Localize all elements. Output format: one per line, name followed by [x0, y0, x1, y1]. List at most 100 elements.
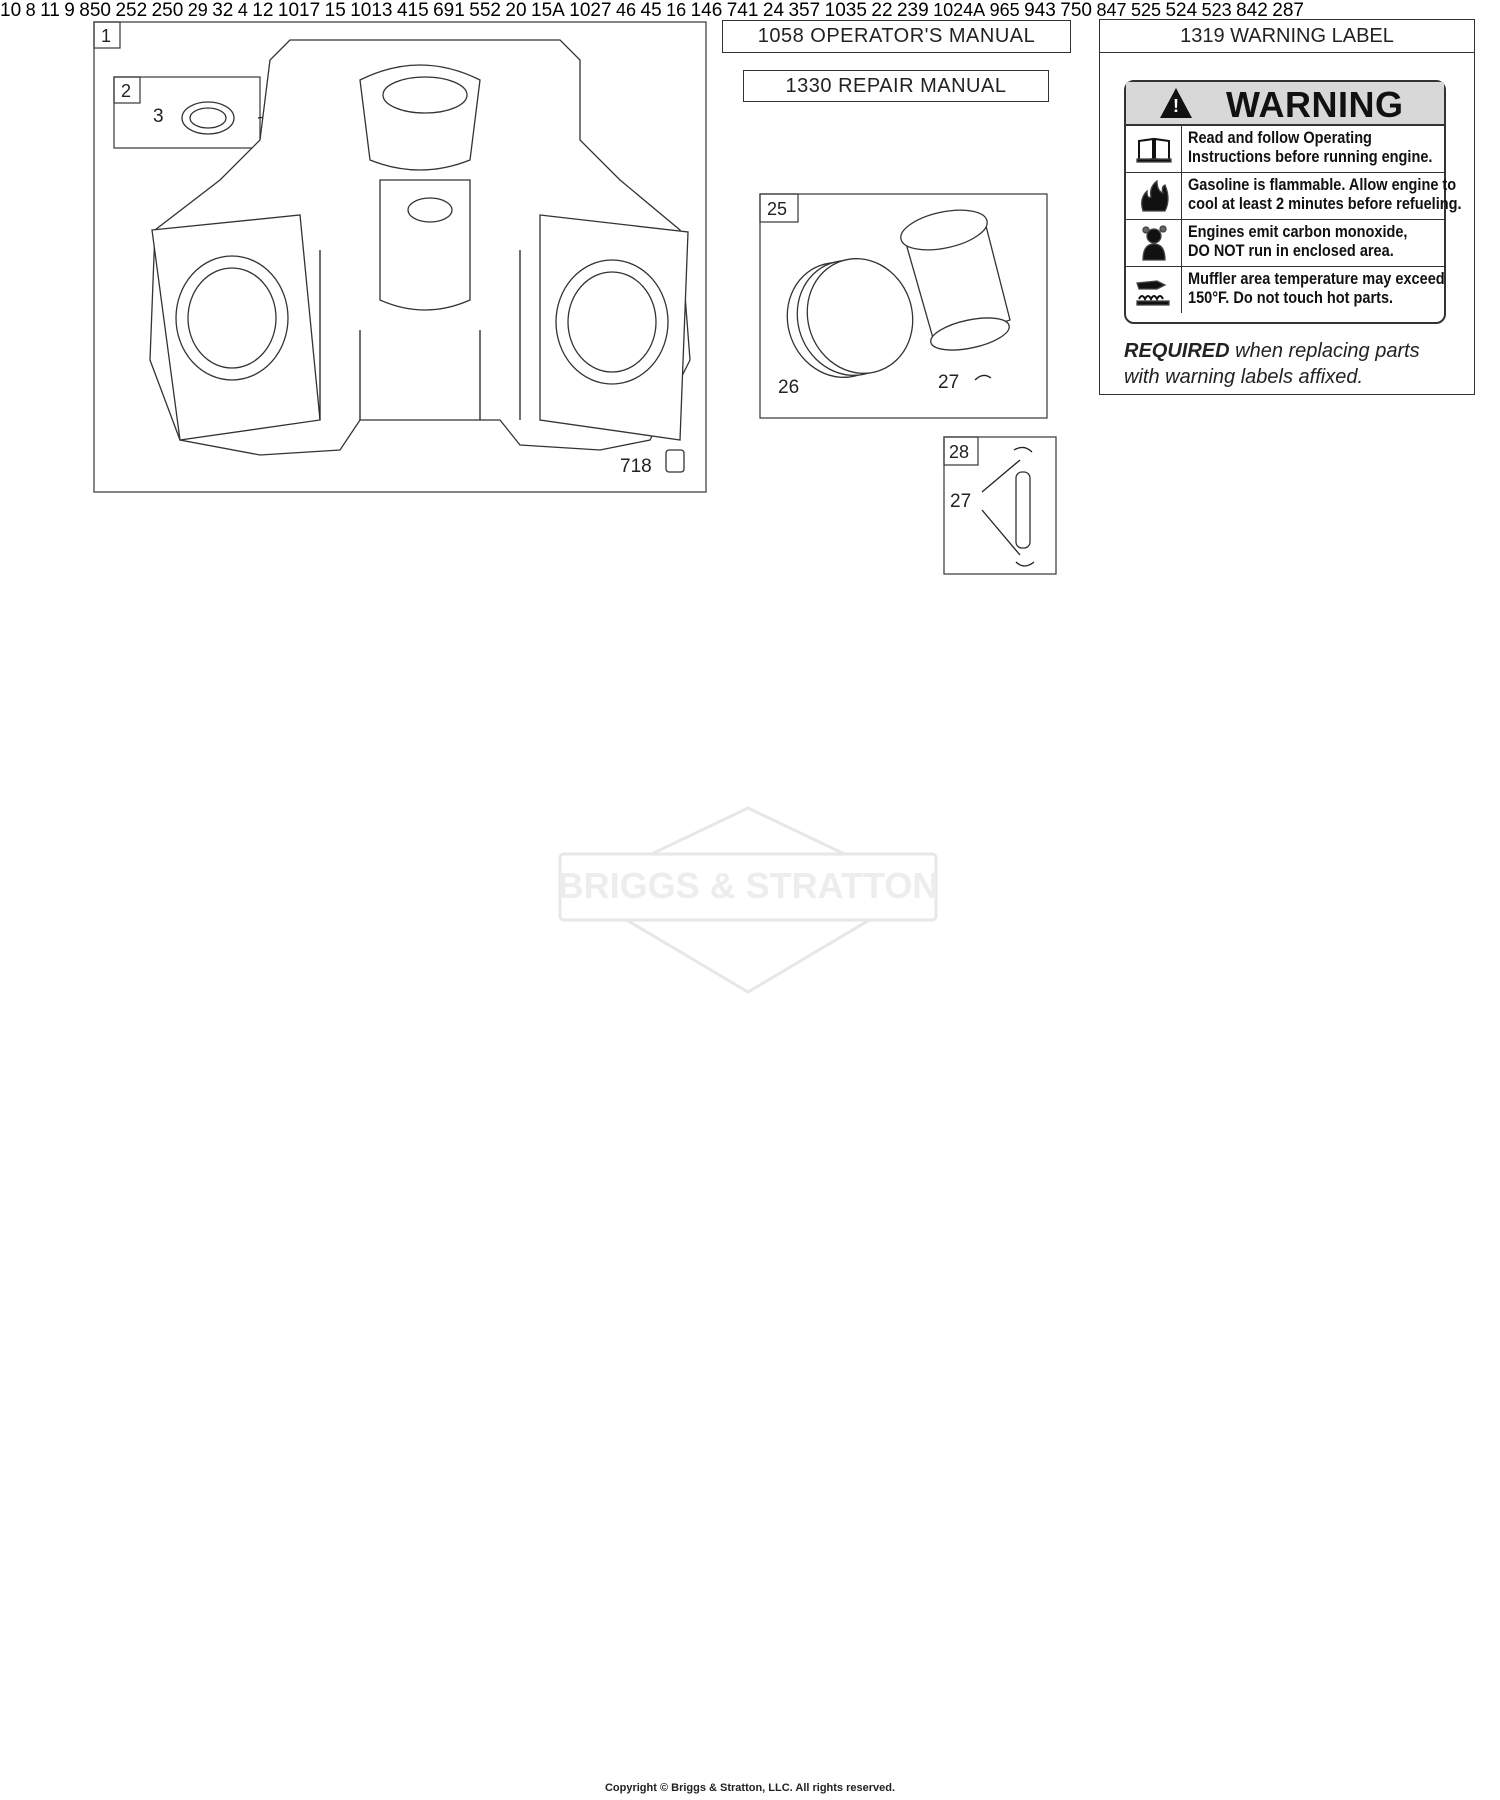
warning-row-carbon-monoxide: Engines emit carbon monoxide,DO NOT run … [1126, 220, 1444, 267]
assembly-box-1 [93, 21, 707, 493]
assembly-box-8: 8 11 9 850 252 250 29 [25, 0, 1475, 1794]
assembly-box-525: 525 524 523 842 287 1058 OPERATOR'S MANU… [605, 0, 1475, 1794]
box-number-965: 965 [989, 0, 1020, 20]
box-number-46: 46 [616, 0, 637, 20]
briggs-stratton-watermark: BRIGGS & STRATTON [558, 806, 939, 994]
part-label-741: 741 [726, 0, 759, 21]
part-label-3: 3 [153, 106, 164, 127]
box-number-8: 8 [25, 0, 36, 20]
operators-manual-box: 1058 OPERATOR'S MANUAL [722, 20, 1071, 53]
part-label-552: 552 [469, 0, 501, 21]
drain-plug-552-part: 20 15A 1027 46 45 16 [505, 0, 1475, 1794]
part-label-850: 850 [79, 0, 111, 21]
part-label-12: 12 [252, 0, 274, 21]
piston-rings-part [786, 258, 914, 378]
assembly-box-25 [759, 193, 1048, 419]
seal-ring-part [181, 101, 235, 135]
part-label-1017: 1017 [277, 0, 321, 21]
warning-header: ! WARNING [1126, 82, 1444, 126]
part-label-24: 24 [762, 0, 785, 21]
part-label-1027: 1027 [569, 0, 612, 21]
part-label-750: 750 [1060, 0, 1092, 21]
box-number-25: 25 [767, 199, 787, 219]
assembly-box-965: 965 943 750 847 525 524 523 842 [605, 0, 1475, 1794]
exclamation-icon: ! [1173, 96, 1179, 116]
warning-panel-title: 1319 WARNING LABEL [1100, 20, 1474, 53]
dowel-pin-part [665, 449, 685, 473]
part-label-691: 691 [433, 0, 465, 21]
repair-manual-label: 1330 REPAIR MANUAL [785, 75, 1007, 97]
box-number-16: 16 [666, 0, 687, 20]
box-number-29: 29 [187, 0, 208, 20]
warning-label-panel: 1319 WARNING LABEL ! WARNING Read and fo… [1099, 19, 1475, 395]
box-number-847: 847 [1096, 0, 1127, 20]
assembly-box-16: 16 146 741 24 357 1035 22 239 [605, 0, 1475, 1794]
watermark-text: BRIGGS & STRATTON [558, 865, 939, 906]
assembly-box-523: 523 842 287 1058 OPERATOR'S MANUAL 1330 … [605, 0, 1475, 1794]
part-label-1013: 1013 [350, 0, 393, 21]
box-number-4: 4 [237, 0, 248, 20]
part-label-1035: 1035 [824, 0, 867, 21]
box-number-525: 525 [1130, 0, 1161, 20]
box-number-28: 28 [949, 442, 969, 462]
warning-text-carbon-monoxide: Engines emit carbon monoxide,DO NOT run … [1188, 223, 1408, 260]
warning-triangle-icon [1160, 88, 1192, 118]
part-label-32: 32 [212, 0, 234, 21]
part-label-10: 10 [0, 0, 22, 21]
part-label-15: 15 [324, 0, 346, 21]
box-number-2: 2 [121, 81, 131, 101]
assembly-box-28 [943, 436, 1057, 575]
part-label-20: 20 [505, 0, 527, 21]
part-label-415: 415 [396, 0, 429, 21]
part-label-22: 22 [871, 0, 893, 21]
part-label-15A: 15A [531, 0, 565, 21]
warning-required-note: REQUIRED when replacing parts with warni… [1124, 338, 1464, 390]
box-number-1024A: 1024A [933, 0, 986, 20]
retaining-clip-part [974, 374, 992, 381]
piston-pin-part [1013, 446, 1035, 567]
part-label-9: 9 [64, 0, 75, 21]
part-label-287: 287 [1272, 0, 1304, 21]
part-label-524: 524 [1165, 0, 1198, 21]
repair-manual-box: 1330 REPAIR MANUAL [743, 70, 1049, 102]
assembly-box-29: 29 32 4 12 1017 [187, 0, 1475, 1794]
part-label-250: 250 [151, 0, 184, 21]
part-label-11: 11 [40, 0, 60, 21]
operators-manual-label: 1058 OPERATOR'S MANUAL [757, 25, 1036, 47]
warning-heading: WARNING [1226, 84, 1404, 125]
part-label-27-pin: 27 [950, 491, 971, 512]
carbon-monoxide-icon [1126, 220, 1182, 266]
copyright-notice: Copyright © Briggs & Stratton, LLC. All … [604, 1782, 896, 1794]
part-label-146: 146 [690, 0, 723, 21]
part-label-357: 357 [788, 0, 821, 21]
part-label-718: 718 [620, 456, 652, 477]
box-number-523: 523 [1201, 0, 1232, 20]
hot-surface-icon [1126, 267, 1182, 313]
assembly-box-2 [113, 76, 261, 149]
required-rest-text: when replacing parts [1229, 340, 1420, 362]
required-line2-text: with warning labels affixed. [1124, 366, 1364, 388]
assembly-box-4: 4 12 1017 15 1013 [237, 0, 1475, 1794]
piston-part [900, 209, 1011, 351]
manual-book-icon [1126, 126, 1182, 172]
part-label-943: 943 [1024, 0, 1056, 21]
required-bold-text: REQUIRED [1124, 340, 1230, 362]
part-label-239: 239 [896, 0, 929, 21]
assembly-box-847: 847 525 524 523 842 287 1058 OPERATOR'S … [605, 0, 1475, 1794]
assembly-box-46: 46 45 16 146 741 24 357 [605, 0, 1475, 1794]
part-label-27-clip: 27 [938, 372, 959, 393]
part-label-45: 45 [640, 0, 662, 21]
part-label-842: 842 [1236, 0, 1268, 21]
flame-icon [1126, 173, 1182, 219]
part-label-26: 26 [778, 377, 799, 398]
cylinder-block-part [149, 39, 691, 456]
part-label-252: 252 [115, 0, 148, 21]
